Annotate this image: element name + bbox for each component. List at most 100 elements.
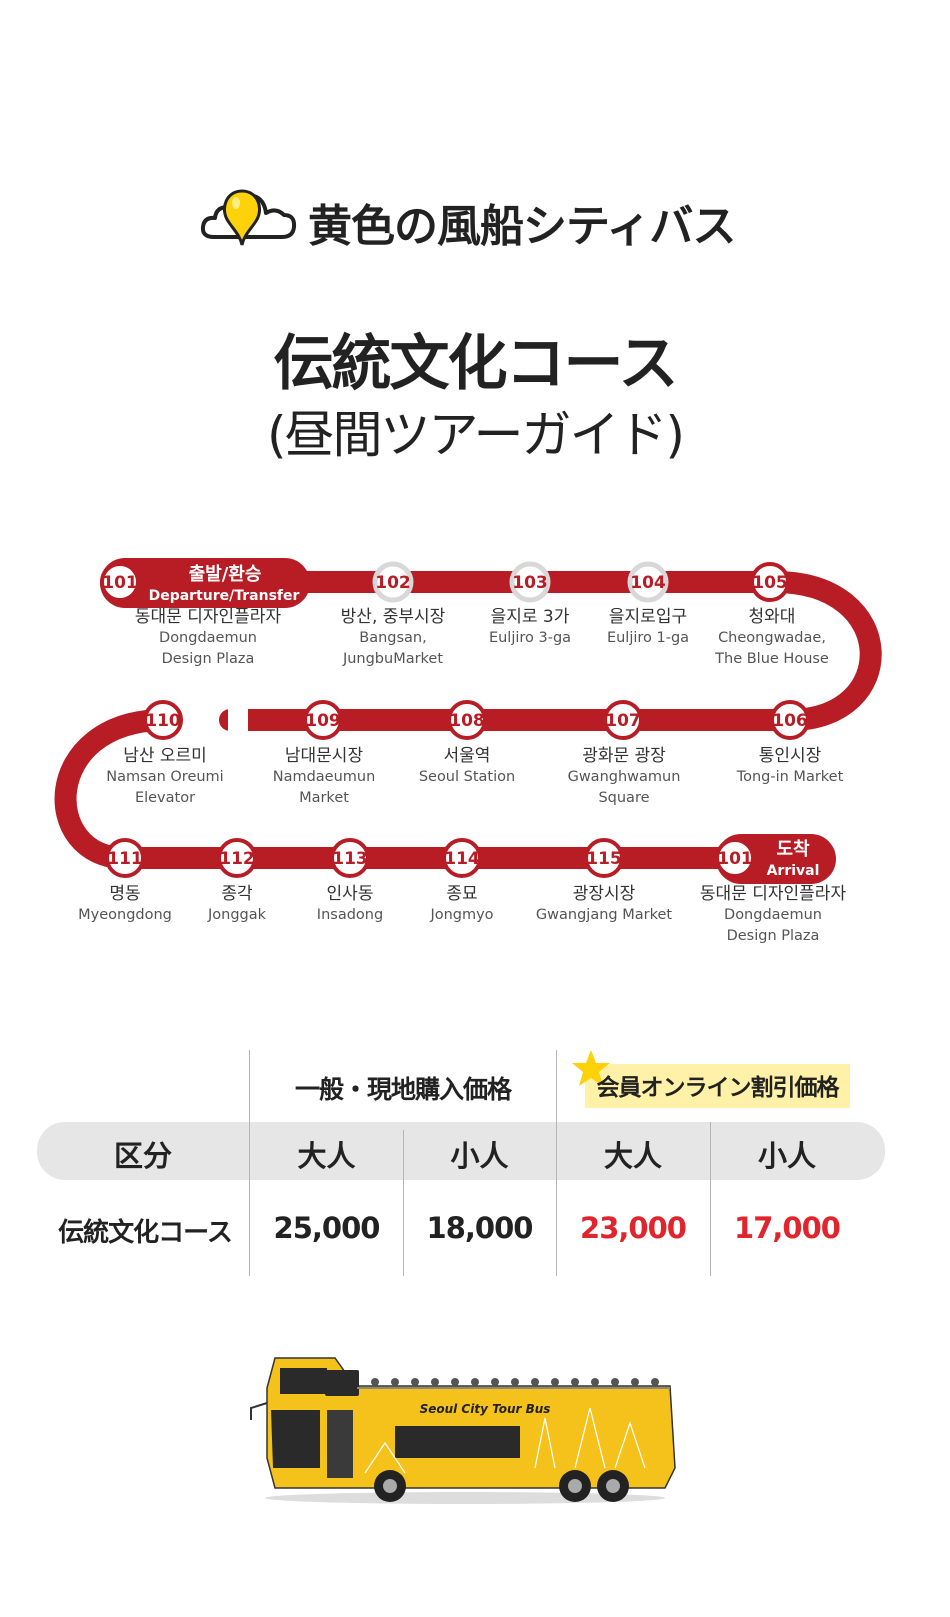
- stop-label-106: 통인시장 Tong-in Market: [737, 746, 844, 788]
- stop-name-en: Seoul Station: [418, 769, 516, 785]
- brand-logo: 黄色の風船シティバス: [200, 185, 760, 255]
- stop-marker-103: 103: [509, 561, 551, 603]
- bus-sign-text: Seoul City Tour Bus: [420, 1402, 551, 1416]
- stop-name-en: Namdaeumun: [272, 769, 376, 785]
- stop-name-en: Bangsan,: [359, 630, 427, 646]
- stop-name-kr: 남산 오르미: [123, 746, 207, 766]
- stop-name-en: Market: [299, 790, 349, 806]
- column-divider: [249, 1050, 250, 1276]
- stop-name-kr: 종묘: [446, 884, 478, 904]
- stop-name-en: Dongdaemun: [159, 630, 257, 646]
- route-line: [54, 571, 882, 869]
- stop-number: 108: [449, 711, 485, 731]
- regular-adult-header: 大人: [297, 1139, 356, 1173]
- stop-name-en: Jonggak: [207, 907, 267, 923]
- stop-marker-113: 113: [330, 838, 370, 878]
- member-child-price: 17,000: [734, 1211, 841, 1245]
- stop-marker-110: 110: [143, 700, 183, 740]
- stop-name-en: Euljiro 3-ga: [488, 630, 572, 646]
- stop-name-en: Namsan Oreumi: [106, 769, 224, 785]
- stop-number: 101: [717, 849, 753, 869]
- stop-marker-107: 107: [603, 700, 643, 740]
- stop-name-kr: 통인시장: [758, 746, 822, 766]
- stop-name-en: Design Plaza: [161, 651, 255, 667]
- route-map: 101 102 103 104 105 106 107 108 109 110 111 112 113 1…: [54, 558, 882, 884]
- stop-name-kr: 동대문 디자인플라자: [134, 607, 282, 627]
- stop-name-en: Square: [598, 790, 650, 806]
- stop-name-kr: 광화문 광장: [582, 746, 666, 766]
- stop-label-105: 청와대 Cheongwadae, The Blue House: [715, 607, 829, 670]
- stop-marker-104: 104: [627, 561, 669, 603]
- stop-name-kr: 동대문 디자인플라자: [699, 884, 847, 904]
- stop-label-103: 을지로 3가 Euljiro 3-ga: [489, 607, 571, 649]
- stop-marker-102: 102: [372, 561, 414, 603]
- regular-child-price: 18,000: [426, 1211, 534, 1245]
- stop-name-en: Design Plaza: [726, 928, 820, 944]
- stop-name-kr: 을지로입구: [608, 607, 688, 627]
- table-header-band: [37, 1122, 885, 1180]
- member-price-group-header: 会員オンライン割引価格: [596, 1075, 840, 1101]
- stop-name-en: Gwangjang Market: [535, 907, 673, 923]
- stop-number: 104: [630, 573, 666, 593]
- stop-number: 105: [752, 573, 788, 593]
- stop-number: 114: [444, 849, 480, 869]
- stop-marker-115: 115: [584, 838, 624, 878]
- bus-image: Seoul City Tour Bus: [245, 1348, 680, 1508]
- stop-marker-109: 109: [303, 700, 343, 740]
- stop-number: 110: [145, 711, 181, 731]
- stop-label-112: 종각 Jonggak: [208, 884, 266, 926]
- departure-kr: 출발/환승: [189, 563, 262, 585]
- course-title: 伝統文化コース: [273, 329, 679, 399]
- stop-label-102: 방산, 중부시장 Bangsan, JungbuMarket: [341, 607, 446, 670]
- stop-name-kr: 명동: [109, 884, 141, 904]
- course-subtitle: (昼間ツアーガイド): [266, 406, 685, 464]
- stop-number: 101: [102, 573, 138, 593]
- stop-name-en: The Blue House: [715, 651, 829, 667]
- arrival-kr: 도착: [776, 839, 810, 860]
- stop-name-kr: 을지로 3가: [490, 607, 570, 627]
- stop-marker-101: 101: [100, 562, 140, 602]
- stop-name-kr: 남대문시장: [284, 746, 364, 766]
- regular-price-group-header: 一般・現地購入価格: [294, 1075, 512, 1104]
- stop-marker-106: 106: [770, 700, 810, 740]
- double-decker-bus-icon: Seoul City Tour Bus: [250, 1357, 676, 1504]
- stop-number: 107: [605, 711, 641, 731]
- stop-name-en: JungbuMarket: [342, 651, 444, 667]
- stop-number: 112: [219, 849, 255, 869]
- stop-name-en: Gwanghwamun: [567, 769, 681, 785]
- stop-name-en: Tong-in Market: [736, 769, 844, 785]
- category-header: 区分: [113, 1139, 172, 1173]
- star-icon: [572, 1050, 610, 1086]
- stop-name-en: Elevator: [134, 790, 196, 806]
- stop-label-104: 을지로입구 Euljiro 1-ga: [607, 607, 689, 649]
- column-divider: [556, 1050, 557, 1276]
- stop-marker-105: 105: [750, 562, 790, 602]
- stop-name-kr: 서울역: [443, 746, 491, 766]
- stop-name-en: Euljiro 1-ga: [606, 630, 690, 646]
- stop-name-en: Cheongwadae,: [718, 630, 826, 646]
- stop-number: 109: [305, 711, 341, 731]
- stop-number: 102: [375, 573, 411, 593]
- stop-number: 113: [332, 849, 368, 869]
- stop-name-en: Myeongdong: [78, 907, 172, 923]
- stop-name-kr: 방산, 중부시장: [340, 607, 446, 627]
- stop-name-kr: 청와대: [748, 607, 796, 627]
- stop-marker-101: 101: [715, 838, 755, 878]
- stop-number: 106: [772, 711, 808, 731]
- stop-name-kr: 종각: [221, 884, 253, 904]
- arrival-en: Arrival: [767, 863, 820, 879]
- stop-marker-111: 111: [105, 838, 145, 878]
- stop-number: 111: [107, 849, 143, 869]
- stop-name-en: Insadong: [316, 907, 384, 923]
- member-child-header: 小人: [757, 1139, 816, 1173]
- stop-marker-114: 114: [442, 838, 482, 878]
- course-name-cell: 伝統文化コース: [58, 1218, 233, 1248]
- departure-badge: [100, 558, 310, 608]
